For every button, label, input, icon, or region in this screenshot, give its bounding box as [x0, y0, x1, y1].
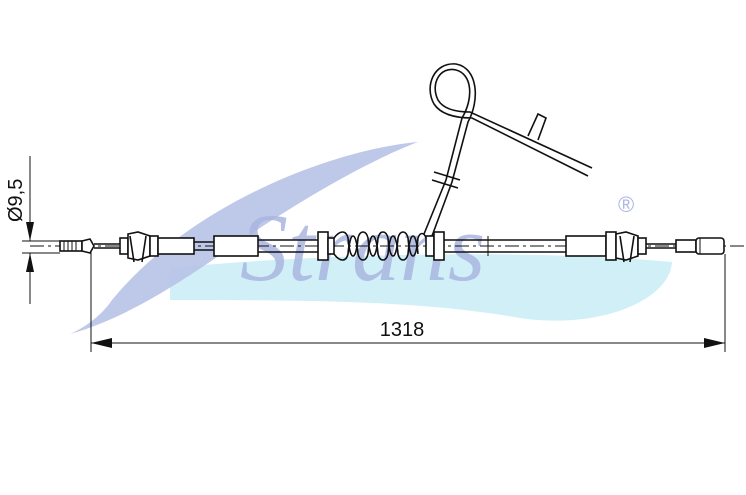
diameter-dimension: Ø9,5 — [5, 156, 60, 304]
middle-clip — [317, 231, 335, 261]
registered-mark: ® — [618, 192, 634, 217]
right-end-fitting — [675, 237, 725, 255]
length-label: 1318 — [380, 319, 425, 341]
left-clip — [119, 231, 195, 263]
diameter-label: Ø9,5 — [5, 179, 27, 222]
spring — [333, 231, 427, 261]
left-end-fitting — [59, 238, 95, 254]
lever-wire — [423, 63, 593, 237]
watermark-wave — [170, 254, 672, 321]
right-clip — [605, 231, 647, 263]
length-dimension: 1318 — [90, 252, 726, 352]
watermark-brand: Strans — [240, 194, 485, 301]
